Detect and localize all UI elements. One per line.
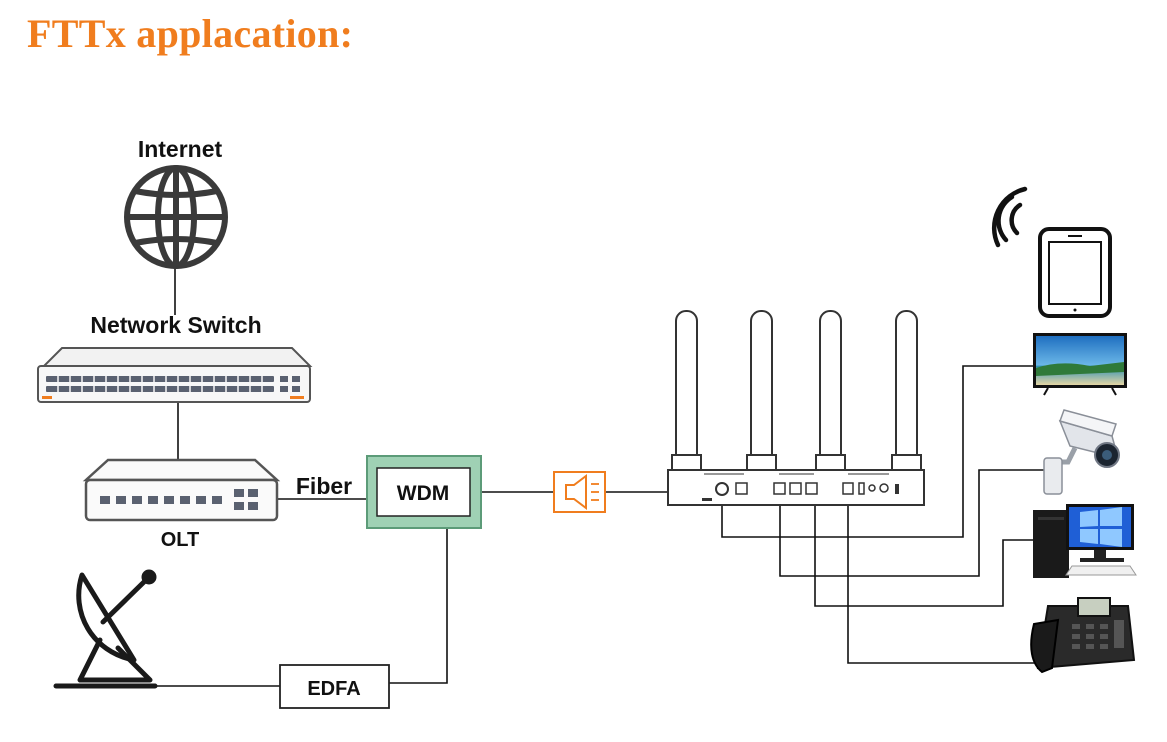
camera-icon	[1043, 409, 1120, 495]
olt-label: OLT	[161, 529, 200, 551]
line-router-pc	[814, 500, 1038, 607]
wdm-label: WDM	[397, 482, 449, 505]
line-wdm-edfa	[389, 528, 448, 684]
network-switch-label: Network Switch	[90, 312, 261, 338]
globe-icon	[124, 165, 228, 269]
desktop-pc-icon	[1033, 504, 1137, 578]
internet-label: Internet	[138, 136, 223, 162]
router-icon	[667, 310, 925, 506]
tablet-icon	[1038, 227, 1112, 318]
line-router-camera	[779, 469, 1045, 577]
wdm-box: WDM	[366, 455, 482, 529]
network-switch-icon	[37, 347, 313, 403]
olt-icon	[82, 458, 281, 522]
line-router-phone	[847, 500, 1035, 664]
optical-receiver-icon	[553, 471, 606, 513]
page-title: FTTx applacation:	[27, 11, 354, 56]
tv-icon	[1033, 333, 1127, 396]
edfa-label: EDFA	[307, 678, 360, 700]
line-router-tv	[721, 365, 1035, 538]
connection-lines	[155, 268, 1045, 687]
satellite-dish-icon	[53, 569, 158, 689]
fiber-label: Fiber	[296, 473, 352, 499]
edfa-box: EDFA	[279, 664, 390, 709]
wifi-icon	[991, 186, 1028, 248]
phone-icon	[1030, 597, 1136, 674]
